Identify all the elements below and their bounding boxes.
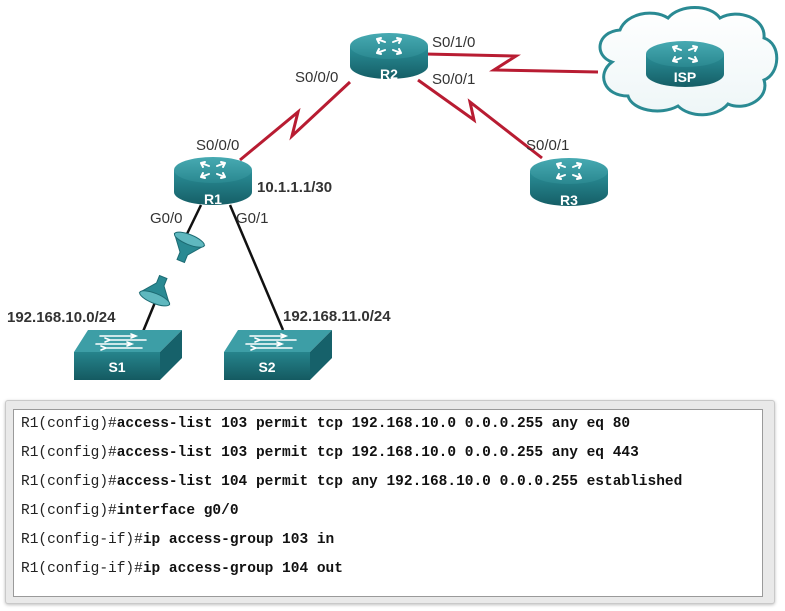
r1-g0-0-label: G0/0 [150, 210, 183, 227]
cli-line: R1(config)#access-list 103 permit tcp 19… [21, 416, 630, 436]
r1-label: R1 [204, 191, 222, 207]
cli-command: access-list 103 permit tcp 192.168.10.0 … [116, 445, 639, 461]
cli-line: R1(config)#interface g0/0 [21, 503, 239, 523]
serial-link-r2-isp [424, 52, 599, 74]
r1-g0-1-label: G0/1 [236, 210, 269, 227]
cli-command: access-list 103 permit tcp 192.168.10.0 … [116, 416, 631, 432]
r3-label: R3 [560, 192, 578, 208]
r1-s0-0-0-label: S0/0/0 [196, 137, 239, 154]
cli-command: access-list 104 permit tcp any 192.168.1… [116, 474, 683, 490]
r2-s0-0-1-label: S0/0/1 [432, 71, 475, 88]
cli-panel [13, 409, 763, 597]
lan-s2-address-label: 192.168.11.0/24 [283, 308, 391, 325]
serial-link-r1-r2 [239, 80, 352, 162]
cli-command: interface g0/0 [116, 503, 239, 519]
router-r3: R3 [530, 158, 608, 208]
s1-label: S1 [108, 359, 125, 375]
cli-prompt: R1(config)# [21, 503, 117, 519]
traffic-filter-icon [138, 231, 206, 307]
cli-line: R1(config)#access-list 103 permit tcp 19… [21, 445, 639, 465]
cli-line: R1(config-if)#ip access-group 104 out [21, 561, 343, 581]
s2-label: S2 [258, 359, 275, 375]
r2-s0-0-0-label: S0/0/0 [295, 69, 338, 86]
cli-prompt: R1(config-if)# [21, 532, 143, 548]
network-topology-diagram: ISP R2 R1 R3 S1 [7, 6, 779, 380]
isp-label: ISP [674, 69, 697, 85]
router-r1: R1 [174, 157, 252, 207]
cli-prompt: R1(config)# [21, 445, 117, 461]
cli-prompt: R1(config)# [21, 474, 117, 490]
cli-line: R1(config-if)#ip access-group 103 in [21, 532, 334, 552]
r3-s0-0-1-label: S0/0/1 [526, 137, 569, 154]
lan-s1-address-label: 192.168.10.0/24 [7, 309, 116, 326]
r1-serial-address-label: 10.1.1.1/30 [257, 179, 332, 196]
router-r2: R2 [350, 33, 428, 82]
cli-command: ip access-group 103 in [142, 532, 335, 548]
serial-link-r2-r3 [417, 78, 543, 160]
r2-label: R2 [380, 66, 398, 82]
cli-line: R1(config)#access-list 104 permit tcp an… [21, 474, 682, 494]
r2-s0-1-0-label: S0/1/0 [432, 34, 475, 51]
switch-s2: S2 [224, 330, 332, 380]
ethernet-link-filter-s1 [140, 299, 158, 335]
cli-command: ip access-group 104 out [142, 561, 343, 577]
cli-prompt: R1(config-if)# [21, 561, 143, 577]
switch-s1: S1 [74, 330, 182, 380]
router-isp: ISP [646, 41, 724, 87]
ethernet-link-r1-s2 [228, 204, 285, 331]
cli-prompt: R1(config)# [21, 416, 117, 432]
ethernet-link-r1-filter [184, 204, 203, 237]
